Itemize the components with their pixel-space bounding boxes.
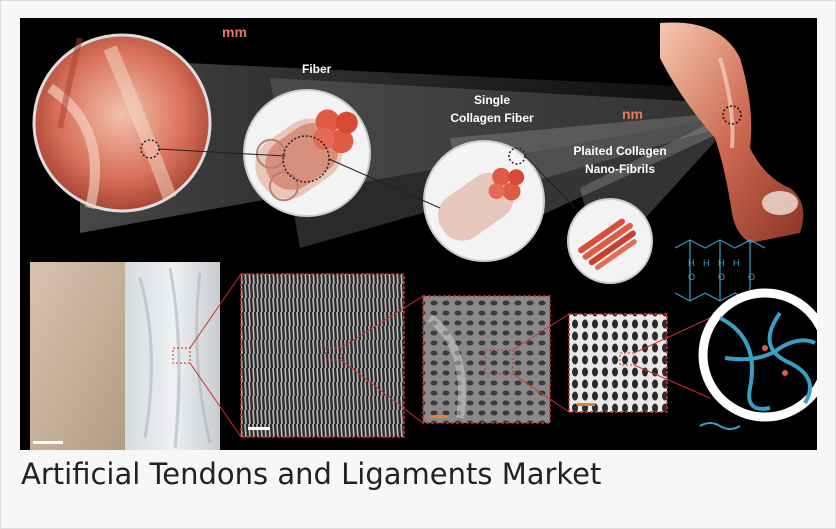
svg-text:O: O <box>688 272 695 282</box>
scale-label-nm: nm <box>622 106 643 122</box>
svg-text:O: O <box>748 272 755 282</box>
label-single-collagen-fiber: Single Collagen Fiber <box>437 91 547 127</box>
sem-image-2 <box>423 296 550 423</box>
sem-image-3 <box>569 314 667 412</box>
label-fiber: Fiber <box>302 60 331 78</box>
svg-text:H: H <box>718 258 725 268</box>
illustration-graphics: HH HH OOO <box>20 18 817 450</box>
muscle-tissue-circle <box>34 35 210 211</box>
article-caption[interactable]: Artificial Tendons and Ligaments Market <box>21 457 601 491</box>
svg-text:O: O <box>718 272 725 282</box>
sem-image-1 <box>241 274 404 437</box>
svg-text:H: H <box>688 258 695 268</box>
svg-text:H: H <box>733 258 740 268</box>
tendon-sample-left <box>30 262 125 450</box>
single-fiber-circle <box>424 141 544 261</box>
scale-label-mm: mm <box>222 24 247 40</box>
svg-text:H: H <box>703 258 710 268</box>
hydrogel-network-circle <box>703 293 817 417</box>
label-plaited-collagen-nano-fibrils: Plaited Collagen Nano-Fibrils <box>565 142 675 178</box>
nano-fibril-circle <box>568 199 652 283</box>
